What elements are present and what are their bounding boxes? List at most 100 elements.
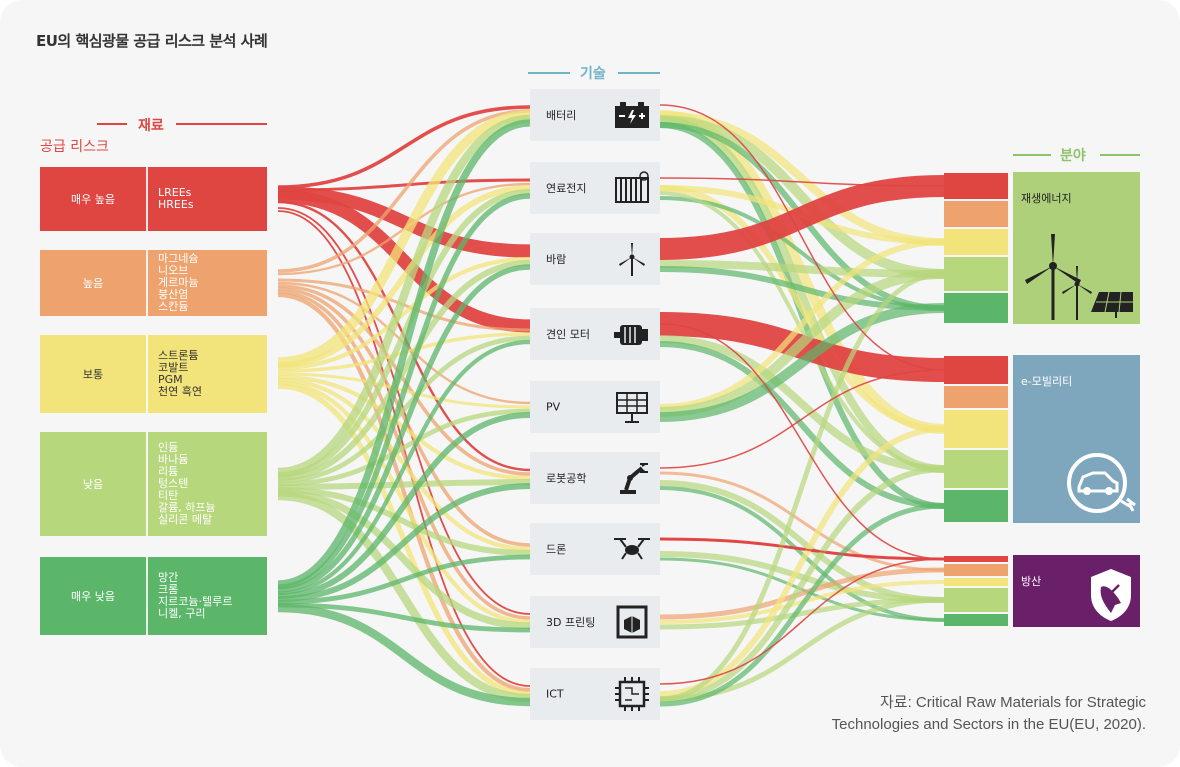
- materials-header: 재료: [138, 118, 164, 134]
- flow-risk-to-tech: [277, 110, 531, 367]
- bar-segment-high: [944, 201, 1008, 227]
- material-item: 지르코늄·텔루르: [158, 595, 233, 608]
- fuel-cell-icon: [615, 171, 649, 203]
- flow-tech-to-field: [659, 558, 945, 685]
- drone-icon: [614, 538, 650, 560]
- material-list: LREEs HREEs: [148, 167, 267, 231]
- flow-tech-to-field: [659, 271, 945, 702]
- material-item: 코발트: [158, 361, 189, 374]
- bar-segment-low: [944, 588, 1008, 612]
- tech-wind: 바람: [530, 233, 660, 285]
- flow-risk-to-tech: [277, 487, 531, 556]
- tech-label: 견인 모터: [546, 328, 590, 341]
- flow-tech-to-field: [659, 177, 945, 187]
- divider: [146, 557, 148, 635]
- material-item: 스칸듐: [158, 300, 189, 313]
- flow-risk-to-tech: [277, 554, 531, 605]
- divider: [146, 250, 148, 316]
- bar-segment-very-high: [944, 556, 1008, 562]
- tech-label: 3D 프린팅: [546, 616, 596, 629]
- field-label: 재생에너지: [1021, 192, 1072, 205]
- flow-risk-to-tech: [277, 119, 531, 588]
- divider: [146, 432, 148, 536]
- flow-tech-to-field: [659, 486, 945, 622]
- material-list: 인듐 바나듐 리튬 텅스텐 티탄 갈륨, 하프늄 실리콘 메탈: [148, 432, 267, 536]
- material-item: 붕산염: [158, 288, 189, 301]
- flow-risk-to-tech: [277, 185, 531, 368]
- battery-icon: [615, 102, 649, 128]
- flow-risk-to-tech: [277, 284, 531, 476]
- technology-header: 기술: [580, 66, 606, 82]
- flow-risk-to-tech: [277, 483, 531, 602]
- bar-segment-low: [944, 450, 1008, 488]
- flow-risk-to-tech: [277, 109, 531, 273]
- divider: [146, 167, 148, 231]
- flow-tech-to-field: [659, 115, 945, 279]
- material-item: 마그네슘: [158, 252, 199, 265]
- field-label: 방산: [1021, 575, 1042, 588]
- flow-tech-to-field: [659, 116, 945, 473]
- flow-risk-to-tech: [277, 408, 531, 487]
- bar-segment-medium: [944, 410, 1008, 448]
- bar-segment-medium: [944, 578, 1008, 586]
- bar-segment-very-high: [944, 173, 1008, 199]
- bar-segment-low: [944, 257, 1008, 291]
- material-item: 인듐: [158, 441, 179, 454]
- risk-low: 낮음 인듐 바나듐 리튬 텅스텐 티탄 갈륨, 하프늄 실리콘 메탈: [40, 432, 267, 536]
- tech-fuel-cell: 연료전지: [530, 162, 660, 214]
- material-list: 마그네슘 니오브 게르마늄 붕산염 스칸듐: [148, 250, 267, 316]
- flow-tech-to-field: [659, 597, 945, 630]
- material-item: 바나듐: [158, 453, 189, 466]
- flow-risk-to-tech: [277, 292, 531, 693]
- flow-tech-to-field: [659, 260, 945, 278]
- flow-tech-to-field: [659, 567, 945, 620]
- flow-tech-to-field: [659, 175, 945, 260]
- material-item: LREEs: [158, 186, 192, 199]
- tech-label: 바람: [546, 253, 567, 266]
- robot-arm-icon: [620, 463, 648, 494]
- material-item: 니켈, 구리: [158, 607, 206, 620]
- flow-tech-to-field: [659, 196, 945, 310]
- field-header-line-right: [1100, 154, 1140, 156]
- tech-3d-printing: 3D 프린팅: [530, 596, 660, 648]
- tech-traction-motor: 견인 모터: [530, 308, 660, 360]
- flow-tech-to-field: [659, 551, 945, 603]
- flow-tech-to-field: [659, 122, 945, 509]
- flow-tech-to-field: [659, 266, 945, 311]
- source-line: 자료: Critical Raw Materials for Strategic: [880, 694, 1146, 711]
- solar-panel-icon: [616, 392, 648, 423]
- tech-header-line-right: [618, 72, 660, 74]
- flow-risk-to-tech: [277, 105, 531, 189]
- flow-tech-to-field: [659, 503, 945, 707]
- renewable-energy-icon: [1025, 234, 1133, 320]
- material-item: 실리콘 메탈: [158, 513, 213, 526]
- bar-segment-high: [944, 386, 1008, 408]
- flow-tech-to-field: [659, 191, 945, 471]
- flow-risk-to-tech: [277, 603, 531, 707]
- flow-risk-to-tech: [277, 189, 531, 478]
- risk-level-label: 보통: [82, 368, 104, 381]
- electric-car-icon: [1067, 453, 1136, 513]
- material-item: HREEs: [158, 198, 194, 211]
- material-item: 니오브: [158, 264, 189, 277]
- bar-segment-high: [944, 564, 1008, 576]
- flow-risk-to-tech: [277, 114, 531, 477]
- material-list: 스트론튬 코발트 PGM 천연 흑연: [148, 335, 267, 413]
- 3d-printer-icon: [616, 605, 648, 639]
- flow-risk-to-tech: [277, 264, 531, 593]
- bar-segment-very-low: [944, 490, 1008, 522]
- risk-high: 높음 마그네슘 니오브 게르마늄 붕산염 스칸듐: [40, 250, 267, 316]
- defense-shield-icon: [1091, 569, 1131, 621]
- material-item: 리튬: [158, 465, 179, 478]
- chip-icon: [615, 677, 649, 711]
- source-note: 자료: Critical Raw Materials for Strategic…: [832, 692, 1146, 736]
- tech-label: 배터리: [546, 109, 577, 122]
- risk-level-label: 매우 낮음: [71, 590, 115, 603]
- flow-risk-to-tech: [277, 193, 531, 590]
- field-emobility: e-모빌리티: [1013, 355, 1140, 523]
- risk-very-high: 매우 높음 LREEs HREEs: [40, 167, 267, 231]
- material-item: 스트론튬: [158, 349, 199, 362]
- material-item: 망간: [158, 571, 179, 584]
- tech-label: PV: [546, 400, 561, 414]
